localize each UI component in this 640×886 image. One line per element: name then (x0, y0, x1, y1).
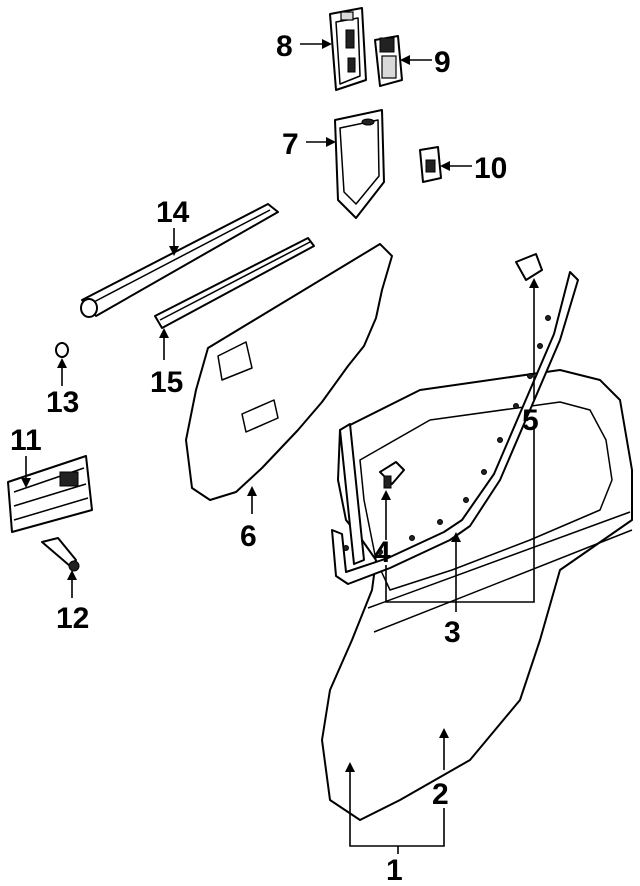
part-4-fastener (379, 461, 405, 489)
callout-1: 1 (386, 854, 403, 886)
part-2-door-shell (321, 369, 633, 821)
part-9-window-switch (374, 35, 403, 87)
part-14-belt-weatherstrip (80, 203, 279, 318)
callout-6: 6 (240, 520, 257, 553)
part-8-switch-bezel (329, 7, 367, 91)
callout-15: 15 (150, 366, 183, 399)
callout-13: 13 (46, 386, 79, 419)
part-11-regulator (7, 455, 93, 533)
callout-11: 11 (10, 424, 42, 457)
part-10-clip (419, 146, 442, 183)
callout-3: 3 (444, 616, 461, 649)
part-6-trim-panel (185, 243, 393, 501)
callout-4: 4 (374, 536, 391, 569)
callout-2: 2 (432, 778, 449, 811)
callout-8: 8 (276, 30, 293, 63)
callout-14: 14 (156, 196, 190, 229)
callout-7: 7 (282, 128, 299, 161)
part-12-bolt (41, 537, 80, 572)
callout-12: 12 (56, 602, 89, 635)
part-7-bracket (334, 109, 385, 219)
callout-10: 10 (474, 152, 507, 185)
callout-5: 5 (522, 404, 539, 437)
part-15-inner-weatherstrip (154, 237, 315, 329)
part-5-frame-weatherstrip (331, 271, 579, 585)
callout-9: 9 (434, 46, 451, 79)
part-5-plug (515, 253, 543, 281)
part-13-nut (55, 342, 69, 358)
leader-lines (21, 39, 539, 854)
callout-labels: 1 2 3 4 5 6 7 8 9 10 11 12 13 14 15 (10, 30, 539, 886)
